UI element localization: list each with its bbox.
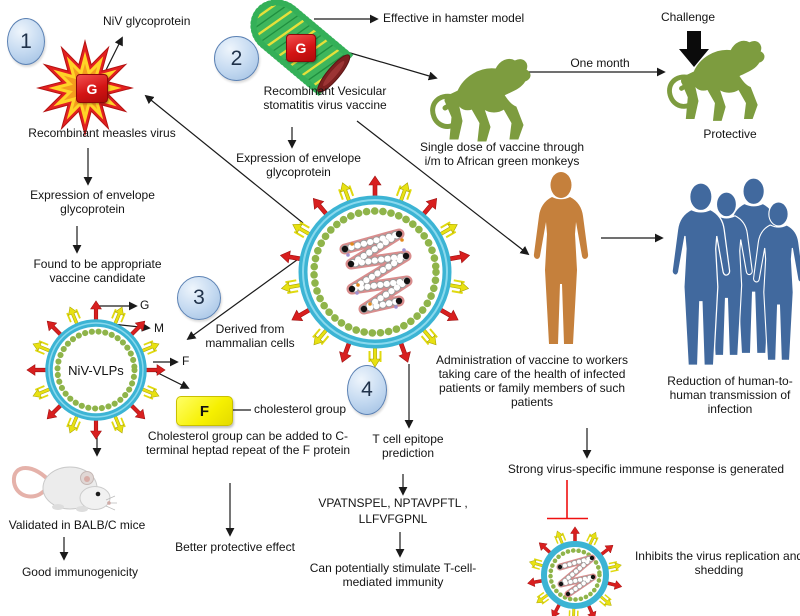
vsv-g-protein-box: G [286, 34, 316, 62]
niv-glycoprotein-label: NiV glycoprotein [103, 14, 191, 28]
step-4-number: 4 [361, 378, 373, 401]
population-group-icon [671, 177, 800, 366]
step-3-badge: 3 [177, 276, 221, 320]
step-4-badge: 4 [347, 365, 387, 415]
small-virion-icon [526, 526, 624, 616]
monkey-vaccinated-icon [433, 59, 530, 141]
better-effect-note: Better protective effect [175, 540, 295, 554]
challenge-arrow-icon [679, 31, 709, 67]
mouse-icon [11, 466, 117, 512]
arrow-g-to-glycoprotein [103, 36, 123, 75]
one-month-label: One month [570, 56, 630, 70]
inhibition-note: Inhibits the virus replication and shedd… [634, 549, 800, 577]
reduction-note: Reduction of human-to-human transmission… [667, 374, 793, 416]
step-2-number: 2 [230, 46, 243, 70]
connector-arrows [59, 14, 666, 561]
arrow-virion-to-measles [144, 94, 304, 224]
hamster-note: Effective in hamster model [383, 11, 525, 25]
expression-note-2: Expression of envelope glycoprotein [236, 151, 361, 179]
vlp-f-label: F [182, 354, 190, 368]
step-3-number: 3 [193, 286, 205, 309]
step-1-badge: 1 [7, 18, 45, 65]
step-2-badge: 2 [214, 36, 259, 81]
derived-note: Derived from mammalian cells [205, 322, 295, 350]
candidate-note: Found to be appropriate vaccine candidat… [33, 257, 162, 285]
immunogenicity-note: Good immunogenicity [21, 565, 139, 579]
epitope-line-1: VPATNSPEL, NPTAVPFTL , [318, 496, 468, 510]
arrow-virion-to-derived [186, 256, 302, 341]
measles-caption: Recombinant measles virus [28, 126, 176, 140]
arrow-vsv-to-monkey [346, 51, 438, 81]
cholesterol-label: cholesterol group [254, 402, 347, 416]
health-worker-icon [533, 172, 589, 344]
monkey-dose-note: Single dose of vaccine through i/m to Af… [419, 140, 585, 168]
f-protein-box: F [176, 396, 233, 426]
inhibition-bar [547, 480, 588, 520]
protective-label: Protective [703, 127, 757, 141]
step-1-number: 1 [20, 29, 32, 53]
challenge-label: Challenge [660, 10, 716, 24]
vlp-m-label: M [154, 321, 164, 335]
virion-rnp-ends [341, 230, 411, 313]
tcell-prediction-note: T cell epitope prediction [372, 432, 444, 460]
vsv-caption: Recombinant Vesicular stomatitis virus v… [263, 84, 387, 112]
immune-response-note: Strong virus-specific immune response is… [507, 462, 785, 476]
vlp-g-label: G [140, 298, 150, 312]
expression-note-1: Expression of envelope glycoprotein [30, 188, 155, 216]
arrow-vlp-to-fbox [155, 371, 190, 389]
vlp-icon [26, 300, 166, 440]
measles-g-protein-box: G [76, 74, 108, 103]
virion-icon [279, 175, 471, 368]
epitope-line-2: LLFVFGPNL [358, 512, 428, 526]
stimulate-note: Can potentially stimulate T-cell-mediate… [309, 561, 477, 589]
vlp-label: NiV-VLPs [68, 363, 124, 378]
balbc-note: Validated in BALB/C mice [8, 518, 146, 532]
arrow-vsv-to-human [356, 120, 530, 256]
cholesterol-note: Cholesterol group can be added to C-term… [145, 429, 351, 457]
administration-note: Administration of vaccine to workers tak… [435, 353, 629, 409]
